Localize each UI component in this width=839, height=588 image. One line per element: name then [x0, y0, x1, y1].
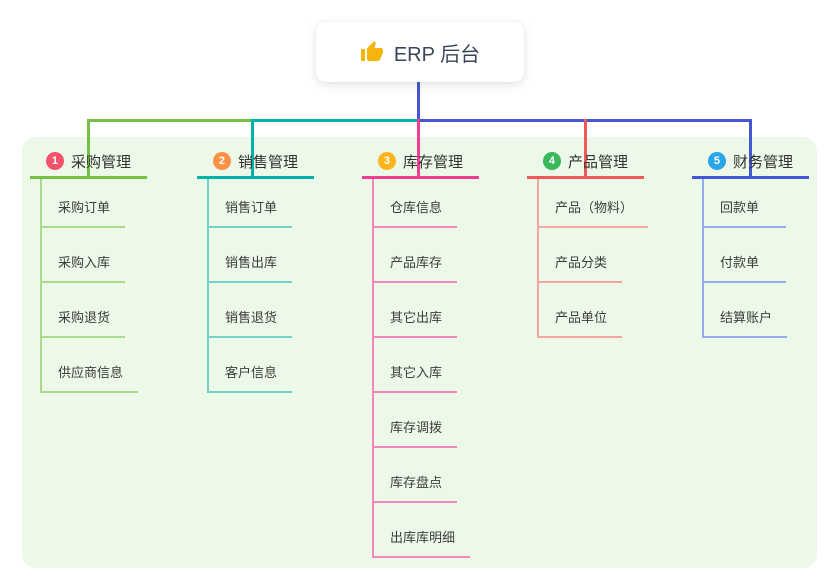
- child-node[interactable]: 销售订单: [209, 179, 293, 228]
- branch-children-finance: 回款单 付款单 结算账户: [702, 179, 788, 338]
- connector-drop-sales: [251, 119, 254, 176]
- child-node[interactable]: 采购入库: [42, 228, 126, 283]
- branch-label: 销售管理: [237, 153, 298, 171]
- child-node[interactable]: 产品分类: [539, 228, 623, 283]
- branches-background-panel: [22, 137, 817, 568]
- child-node[interactable]: 销售退货: [209, 283, 293, 338]
- branch-label: 产品管理: [567, 153, 628, 171]
- branch-number-badge: 4: [542, 152, 561, 170]
- connector-root-stem: [417, 82, 420, 122]
- branch-label: 财务管理: [732, 153, 793, 171]
- child-node[interactable]: 其它出库: [374, 283, 458, 338]
- child-node[interactable]: 客户信息: [209, 338, 293, 393]
- branch-label: 采购管理: [70, 153, 131, 171]
- child-node[interactable]: 其它入库: [374, 338, 458, 393]
- thumbs-up-icon: [360, 41, 383, 61]
- root-label: ERP 后台: [393, 43, 481, 66]
- branch-number-badge: 2: [212, 152, 231, 170]
- connector-drop-inventory: [417, 119, 420, 176]
- branch-children-inventory: 仓库信息 产品库存 其它出库 其它入库 库存调拨 库存盘点 出库库明细: [372, 179, 471, 558]
- branch-label: 库存管理: [402, 153, 463, 171]
- branch-node-finance[interactable]: 5 财务管理: [692, 146, 809, 179]
- branch-sales: 2 销售管理 销售订单 销售出库 销售退货 客户信息: [197, 146, 314, 393]
- branch-number-badge: 3: [377, 152, 396, 170]
- child-node[interactable]: 库存盘点: [374, 448, 458, 503]
- branch-number-badge: 5: [707, 152, 726, 170]
- branch-children-product: 产品（物料） 产品分类 产品单位: [537, 179, 649, 338]
- child-node[interactable]: 库存调拨: [374, 393, 458, 448]
- child-node[interactable]: 采购退货: [42, 283, 126, 338]
- connector-segment-sales: [251, 119, 420, 122]
- child-node[interactable]: 回款单: [704, 179, 786, 228]
- child-node[interactable]: 出库库明细: [374, 503, 471, 558]
- child-node[interactable]: 销售出库: [209, 228, 293, 283]
- branch-number-badge: 1: [45, 152, 64, 170]
- branch-node-inventory[interactable]: 3 库存管理: [362, 146, 479, 179]
- branch-product: 4 产品管理 产品（物料） 产品分类 产品单位: [527, 146, 649, 338]
- branch-node-product[interactable]: 4 产品管理: [527, 146, 644, 179]
- branch-node-purchase[interactable]: 1 采购管理: [30, 146, 147, 179]
- branch-node-sales[interactable]: 2 销售管理: [197, 146, 314, 179]
- child-node[interactable]: 付款单: [704, 228, 786, 283]
- connector-drop-product: [584, 119, 587, 176]
- branch-children-purchase: 采购订单 采购入库 采购退货 供应商信息: [40, 179, 139, 393]
- child-node[interactable]: 结算账户: [704, 283, 788, 338]
- connector-drop-finance: [749, 119, 752, 176]
- child-node[interactable]: 供应商信息: [42, 338, 139, 393]
- child-node[interactable]: 采购订单: [42, 179, 126, 228]
- connector-segment-purchase: [87, 119, 254, 122]
- branch-inventory: 3 库存管理 仓库信息 产品库存 其它出库 其它入库 库存调拨 库存盘点 出库库…: [362, 146, 479, 558]
- branch-children-sales: 销售订单 销售出库 销售退货 客户信息: [207, 179, 293, 393]
- branch-purchase: 1 采购管理 采购订单 采购入库 采购退货 供应商信息: [30, 146, 147, 393]
- child-node[interactable]: 产品单位: [539, 283, 623, 338]
- connector-drop-purchase: [87, 119, 90, 176]
- child-node[interactable]: 仓库信息: [374, 179, 458, 228]
- child-node[interactable]: 产品库存: [374, 228, 458, 283]
- child-node[interactable]: 产品（物料）: [539, 179, 649, 228]
- root-node[interactable]: ERP 后台: [316, 22, 524, 82]
- branch-finance: 5 财务管理 回款单 付款单 结算账户: [692, 146, 809, 338]
